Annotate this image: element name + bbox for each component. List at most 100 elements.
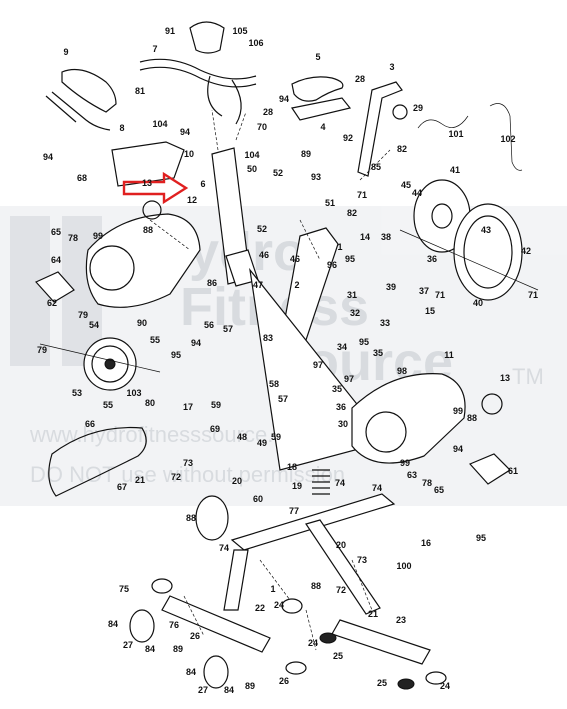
part-label-88: 88 xyxy=(467,413,477,423)
part-label-71: 71 xyxy=(528,290,538,300)
part-label-62: 62 xyxy=(47,298,57,308)
part-label-89: 89 xyxy=(245,681,255,691)
part-label-47: 47 xyxy=(253,280,263,290)
part-label-45: 45 xyxy=(401,180,411,190)
part-label-2: 2 xyxy=(294,280,299,290)
part-label-94: 94 xyxy=(279,94,289,104)
part-label-73: 73 xyxy=(357,555,367,565)
part-label-49: 49 xyxy=(257,438,267,448)
part-label-13: 13 xyxy=(142,178,152,188)
part-label-91: 91 xyxy=(165,26,175,36)
part-label-10: 10 xyxy=(184,149,194,159)
part-label-64: 64 xyxy=(51,255,61,265)
part-label-89: 89 xyxy=(301,149,311,159)
part-label-22: 22 xyxy=(255,603,265,613)
part-label-26: 26 xyxy=(190,631,200,641)
part-label-89: 89 xyxy=(173,644,183,654)
part-label-74: 74 xyxy=(335,478,345,488)
part-label-56: 56 xyxy=(204,320,214,330)
watermark-trademark: TM xyxy=(512,364,544,389)
part-label-54: 54 xyxy=(89,320,99,330)
part-label-55: 55 xyxy=(103,400,113,410)
part-label-23: 23 xyxy=(396,615,406,625)
part-label-94: 94 xyxy=(191,338,201,348)
watermark-website: www.hydrofitnesssource.com xyxy=(29,422,315,447)
part-label-106: 106 xyxy=(248,38,263,48)
part-label-59: 59 xyxy=(271,432,281,442)
part-label-94: 94 xyxy=(180,127,190,137)
part-label-39: 39 xyxy=(386,282,396,292)
part-label-95: 95 xyxy=(476,533,486,543)
part-label-14: 14 xyxy=(360,232,370,242)
part-label-83: 83 xyxy=(263,333,273,343)
part-label-12: 12 xyxy=(187,195,197,205)
part-label-28: 28 xyxy=(355,74,365,84)
part-label-28: 28 xyxy=(263,107,273,117)
part-label-53: 53 xyxy=(72,388,82,398)
part-label-63: 63 xyxy=(407,470,417,480)
part-label-29: 29 xyxy=(413,103,423,113)
part-label-67: 67 xyxy=(117,482,127,492)
part-label-68: 68 xyxy=(77,173,87,183)
part-label-25: 25 xyxy=(333,651,343,661)
part-label-27: 27 xyxy=(123,640,133,650)
part-label-84: 84 xyxy=(224,685,234,695)
part-label-92: 92 xyxy=(343,133,353,143)
part-label-52: 52 xyxy=(257,224,267,234)
part-label-61: 61 xyxy=(508,466,518,476)
part-label-82: 82 xyxy=(347,208,357,218)
part-label-17: 17 xyxy=(183,402,193,412)
part-label-88: 88 xyxy=(143,225,153,235)
part-label-1: 1 xyxy=(270,584,275,594)
part-label-81: 81 xyxy=(135,86,145,96)
part-label-6: 6 xyxy=(200,179,205,189)
part-label-57: 57 xyxy=(223,324,233,334)
part-label-11: 11 xyxy=(444,350,454,360)
part-label-13: 13 xyxy=(500,373,510,383)
part-label-34: 34 xyxy=(337,342,347,352)
part-label-24: 24 xyxy=(308,638,318,648)
part-label-40: 40 xyxy=(473,298,483,308)
part-label-84: 84 xyxy=(145,644,155,654)
part-label-99: 99 xyxy=(400,458,410,468)
part-label-24: 24 xyxy=(274,600,284,610)
part-label-79: 79 xyxy=(37,345,47,355)
part-label-95: 95 xyxy=(171,350,181,360)
part-label-55: 55 xyxy=(150,335,160,345)
part-label-66: 66 xyxy=(85,419,95,429)
part-label-76: 76 xyxy=(169,620,179,630)
part-label-73: 73 xyxy=(183,458,193,468)
part-label-9: 9 xyxy=(63,47,68,57)
parts-drawing xyxy=(35,21,539,690)
part-label-33: 33 xyxy=(380,318,390,328)
part-label-31: 31 xyxy=(347,290,357,300)
part-label-52: 52 xyxy=(273,168,283,178)
part-label-25: 25 xyxy=(377,678,387,688)
part-label-101: 101 xyxy=(448,129,463,139)
part-label-70: 70 xyxy=(257,122,267,132)
part-label-104: 104 xyxy=(244,150,259,160)
part-label-50: 50 xyxy=(247,164,257,174)
part-label-84: 84 xyxy=(108,619,118,629)
part-label-94: 94 xyxy=(43,152,53,162)
part-label-65: 65 xyxy=(434,485,444,495)
part-label-65: 65 xyxy=(51,227,61,237)
part-label-19: 19 xyxy=(292,481,302,491)
part-label-94: 94 xyxy=(453,444,463,454)
part-label-59: 59 xyxy=(211,400,221,410)
part-label-60: 60 xyxy=(253,494,263,504)
part-label-7: 7 xyxy=(152,44,157,54)
part-label-98: 98 xyxy=(397,366,407,376)
part-label-26: 26 xyxy=(279,676,289,686)
part-label-5: 5 xyxy=(315,52,320,62)
part-label-74: 74 xyxy=(219,543,229,553)
part-label-99: 99 xyxy=(453,406,463,416)
part-label-42: 42 xyxy=(521,246,531,256)
part-label-90: 90 xyxy=(137,318,147,328)
part-label-8: 8 xyxy=(119,123,124,133)
part-label-86: 86 xyxy=(207,278,217,288)
part-label-1: 1 xyxy=(337,242,342,252)
part-label-72: 72 xyxy=(171,472,181,482)
